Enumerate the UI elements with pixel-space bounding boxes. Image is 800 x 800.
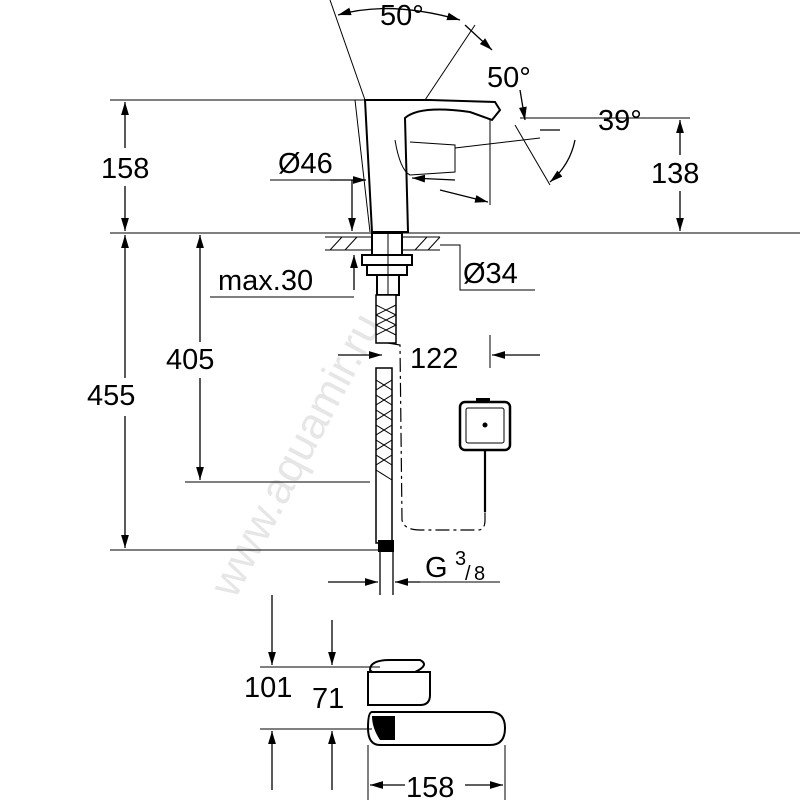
angle-top-label: 50° bbox=[380, 0, 424, 32]
dim-138-label: 138 bbox=[651, 158, 699, 190]
angle-right-label: 50° bbox=[487, 62, 531, 94]
dim-34-leader bbox=[440, 244, 535, 291]
control-box-icon bbox=[458, 398, 512, 512]
dim-405-label: 405 bbox=[166, 344, 214, 376]
spout-arrow2 bbox=[411, 174, 456, 183]
angle-39-label: 39° bbox=[598, 105, 642, 137]
sensor-cable bbox=[387, 342, 486, 531]
dim-34-label: Ø34 bbox=[463, 258, 518, 290]
dim-122-label: 122 bbox=[410, 343, 458, 375]
dim-455-label: 455 bbox=[87, 380, 135, 412]
angle-arc-top bbox=[337, 7, 461, 21]
thread-label: G bbox=[425, 552, 448, 584]
dim-158b-label: 158 bbox=[406, 772, 454, 800]
thread-numerator: 3 bbox=[455, 548, 466, 570]
dim-158-label: 158 bbox=[101, 153, 149, 185]
angle-line-left bbox=[329, 0, 366, 101]
max30-label: max.30 bbox=[218, 265, 313, 297]
faucet-side-view bbox=[354, 99, 541, 233]
dim-101-label: 101 bbox=[244, 672, 292, 704]
angle-arrow-right2 bbox=[519, 89, 527, 121]
angle-39-arc bbox=[549, 139, 576, 183]
dim-71-label: 71 bbox=[312, 683, 344, 715]
thread-slash: / bbox=[465, 563, 471, 585]
dim-46-label: Ø46 bbox=[278, 148, 333, 180]
hose bbox=[375, 294, 397, 595]
angle-line-right bbox=[424, 24, 476, 101]
spout-arrow bbox=[439, 189, 489, 203]
angle-arrow-right bbox=[464, 24, 493, 51]
angle-line-spout bbox=[514, 124, 551, 186]
thread-denominator: 8 bbox=[474, 563, 485, 585]
faucet-top-view bbox=[366, 659, 507, 746]
deck-mount bbox=[325, 232, 441, 296]
